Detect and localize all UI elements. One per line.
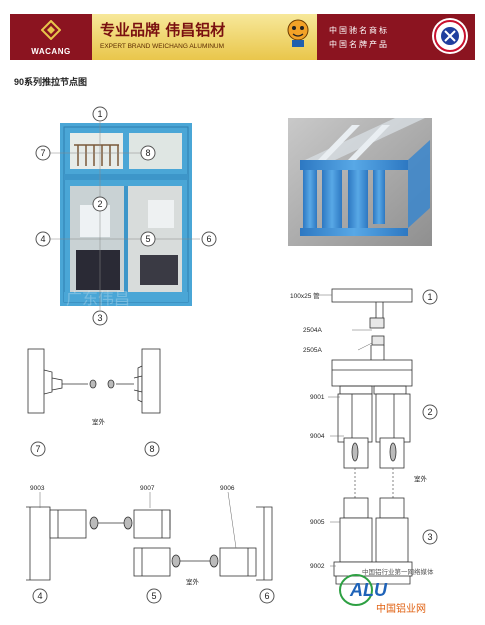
label-9006: 9006: [220, 485, 235, 492]
footer-tagline: 中国铝行业第一网络媒体: [362, 567, 434, 576]
certification-badge-icon: [432, 18, 468, 54]
footer-site-name: 中国铝业网: [376, 602, 426, 615]
footer-watermark: 中国铝行业第一网络媒体 ALU 中国铝业网: [339, 567, 434, 615]
callout-1-section: 1: [422, 289, 438, 305]
claim-famous-trademark: 中国驰名商标: [329, 26, 389, 35]
wacang-logo-icon: [41, 20, 61, 40]
label-2504a: 2504A: [303, 327, 322, 334]
company-logo: WACANG: [10, 14, 92, 60]
logo-text: WACANG: [31, 47, 71, 56]
label-2505a: 2505A: [303, 347, 322, 354]
svg-text:5: 5: [145, 234, 150, 244]
photo-watermark: 广东伟昌: [66, 289, 130, 308]
window-photo: 广东伟昌: [60, 123, 192, 308]
svg-text:4: 4: [40, 234, 45, 244]
svg-text:3: 3: [427, 532, 432, 542]
mascot: [277, 14, 317, 60]
tiger-mascot-icon: [287, 19, 309, 47]
callout-3: 3: [92, 310, 108, 326]
callout-3-section: 3: [422, 529, 438, 545]
label-9003: 9003: [30, 485, 45, 492]
label-9004: 9004: [310, 433, 325, 440]
callout-2-section: 2: [422, 404, 438, 420]
claim-brand-product: 中国名牌产品: [329, 40, 389, 49]
callout-4: 4: [35, 231, 51, 247]
vertical-outside-label: 室外: [414, 474, 428, 483]
callout-8-detail: 8: [144, 441, 160, 457]
label-9001: 9001: [310, 394, 325, 401]
svg-text:4: 4: [37, 591, 42, 601]
detail-7-8: [27, 348, 161, 414]
svg-text:8: 8: [149, 444, 154, 454]
callout-8: 8: [140, 145, 156, 161]
svg-text:7: 7: [35, 444, 40, 454]
brand-slogan: 专业品牌 伟昌铝材 EXPERT BRAND WEICHANG ALUMINUM: [92, 14, 277, 60]
svg-text:6: 6: [206, 234, 211, 244]
label-9007: 9007: [140, 485, 155, 492]
horizontal-section: [26, 506, 273, 581]
svg-text:8: 8: [145, 148, 150, 158]
footer-logo-text: ALU: [349, 580, 388, 600]
callout-5-detail: 5: [146, 588, 162, 604]
label-9002: 9002: [310, 563, 325, 570]
brand-claims: 中国驰名商标 中国名牌产品: [317, 14, 475, 60]
page-title: 90系列推拉节点图: [14, 77, 88, 87]
svg-text:5: 5: [151, 591, 156, 601]
svg-text:6: 6: [264, 591, 269, 601]
svg-text:1: 1: [97, 109, 102, 119]
detail-78-outside-label: 室外: [92, 417, 106, 426]
svg-text:2: 2: [97, 199, 102, 209]
callout-4-detail: 4: [32, 588, 48, 604]
alu-swoosh-icon: [339, 574, 373, 606]
svg-text:3: 3: [97, 313, 102, 323]
svg-text:1: 1: [427, 292, 432, 302]
svg-text:2: 2: [427, 407, 432, 417]
label-100x25-tube: 100x25 管: [290, 291, 320, 300]
window-callouts: [50, 122, 200, 310]
horizontal-outside-label: 室外: [186, 577, 200, 586]
header-banner: WACANG 专业品牌 伟昌铝材 EXPERT BRAND WEICHANG A…: [10, 14, 475, 60]
callout-2: 2: [92, 196, 108, 212]
callout-6-detail: 6: [259, 588, 275, 604]
callout-1: 1: [92, 106, 108, 122]
horizontal-section-leaders: [39, 491, 237, 549]
svg-text:7: 7: [40, 148, 45, 158]
profile-3d-render: [288, 118, 432, 246]
callout-7: 7: [35, 145, 51, 161]
vertical-section: [318, 288, 413, 585]
callout-6: 6: [201, 231, 217, 247]
label-9005: 9005: [310, 519, 325, 526]
slogan-english: EXPERT BRAND WEICHANG ALUMINUM: [100, 43, 225, 50]
callout-5: 5: [140, 231, 156, 247]
callout-7-detail: 7: [30, 441, 46, 457]
slogan-chinese: 专业品牌 伟昌铝材: [100, 21, 226, 39]
vertical-section-leaders: [328, 329, 373, 567]
